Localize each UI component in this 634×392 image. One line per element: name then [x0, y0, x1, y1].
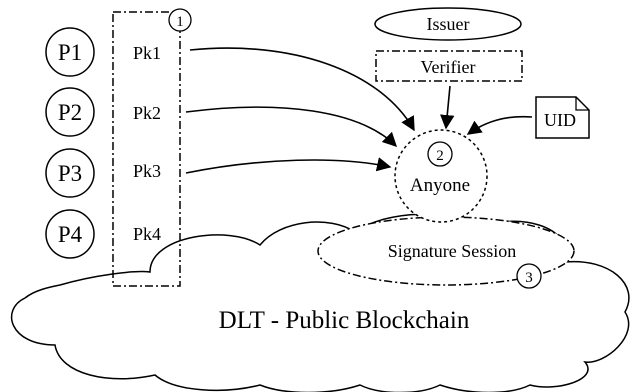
participant-p4-circle	[45, 209, 95, 259]
uid-document-fold	[575, 97, 589, 111]
arrow-pk1-to-anyone	[189, 47, 415, 132]
public-key-pk4: Pk4	[133, 224, 161, 244]
blockchain-label: DLT - Public Blockchain	[219, 307, 470, 334]
step-3-label: 3	[525, 270, 533, 286]
uid-document	[535, 96, 590, 139]
verifier-label: Verifier	[421, 57, 476, 77]
step-2-label: 2	[436, 148, 444, 164]
issuer-ellipse	[374, 7, 522, 41]
participant-p1-circle	[45, 27, 95, 77]
participant-p2: P2	[45, 87, 95, 137]
participant-p2-label: P2	[58, 100, 82, 125]
step-2-badge: 2	[427, 141, 453, 167]
participant-p2-circle	[45, 87, 95, 137]
arrow-pk3-to-anyone	[185, 157, 392, 174]
public-key-pk3: Pk3	[133, 161, 161, 181]
blockchain-cloud	[10, 213, 630, 392]
public-keys-box	[112, 11, 181, 287]
step-1-badge: 1	[168, 8, 192, 32]
anyone-label: Anyone	[410, 175, 470, 196]
participant-p1-label: P1	[58, 40, 82, 65]
step-3-badge: 3	[516, 263, 542, 289]
signature-session-ellipse	[317, 216, 575, 286]
participant-p3-label: P3	[58, 161, 82, 186]
arrow-pk2-to-anyone	[185, 106, 398, 148]
step-1-label: 1	[176, 14, 184, 30]
participant-p3: P3	[45, 148, 95, 198]
step-3-circle	[516, 263, 542, 289]
uid-label: UID	[544, 110, 576, 130]
anyone-circle	[394, 129, 488, 223]
participant-p3-circle	[45, 148, 95, 198]
step-1-circle	[168, 8, 192, 32]
public-key-pk1: Pk1	[133, 43, 161, 63]
signature-session-label: Signature Session	[388, 241, 517, 261]
step-2-circle	[427, 141, 453, 167]
issuer-label: Issuer	[427, 14, 470, 34]
public-key-pk2: Pk2	[133, 103, 161, 123]
arrow-uid-to-anyone	[466, 115, 533, 135]
participant-p1: P1	[45, 27, 95, 77]
participant-p4: P4	[45, 209, 95, 259]
verifier-box	[375, 50, 523, 82]
participant-p4-label: P4	[58, 222, 83, 247]
arrow-verifier-to-anyone	[440, 85, 455, 130]
